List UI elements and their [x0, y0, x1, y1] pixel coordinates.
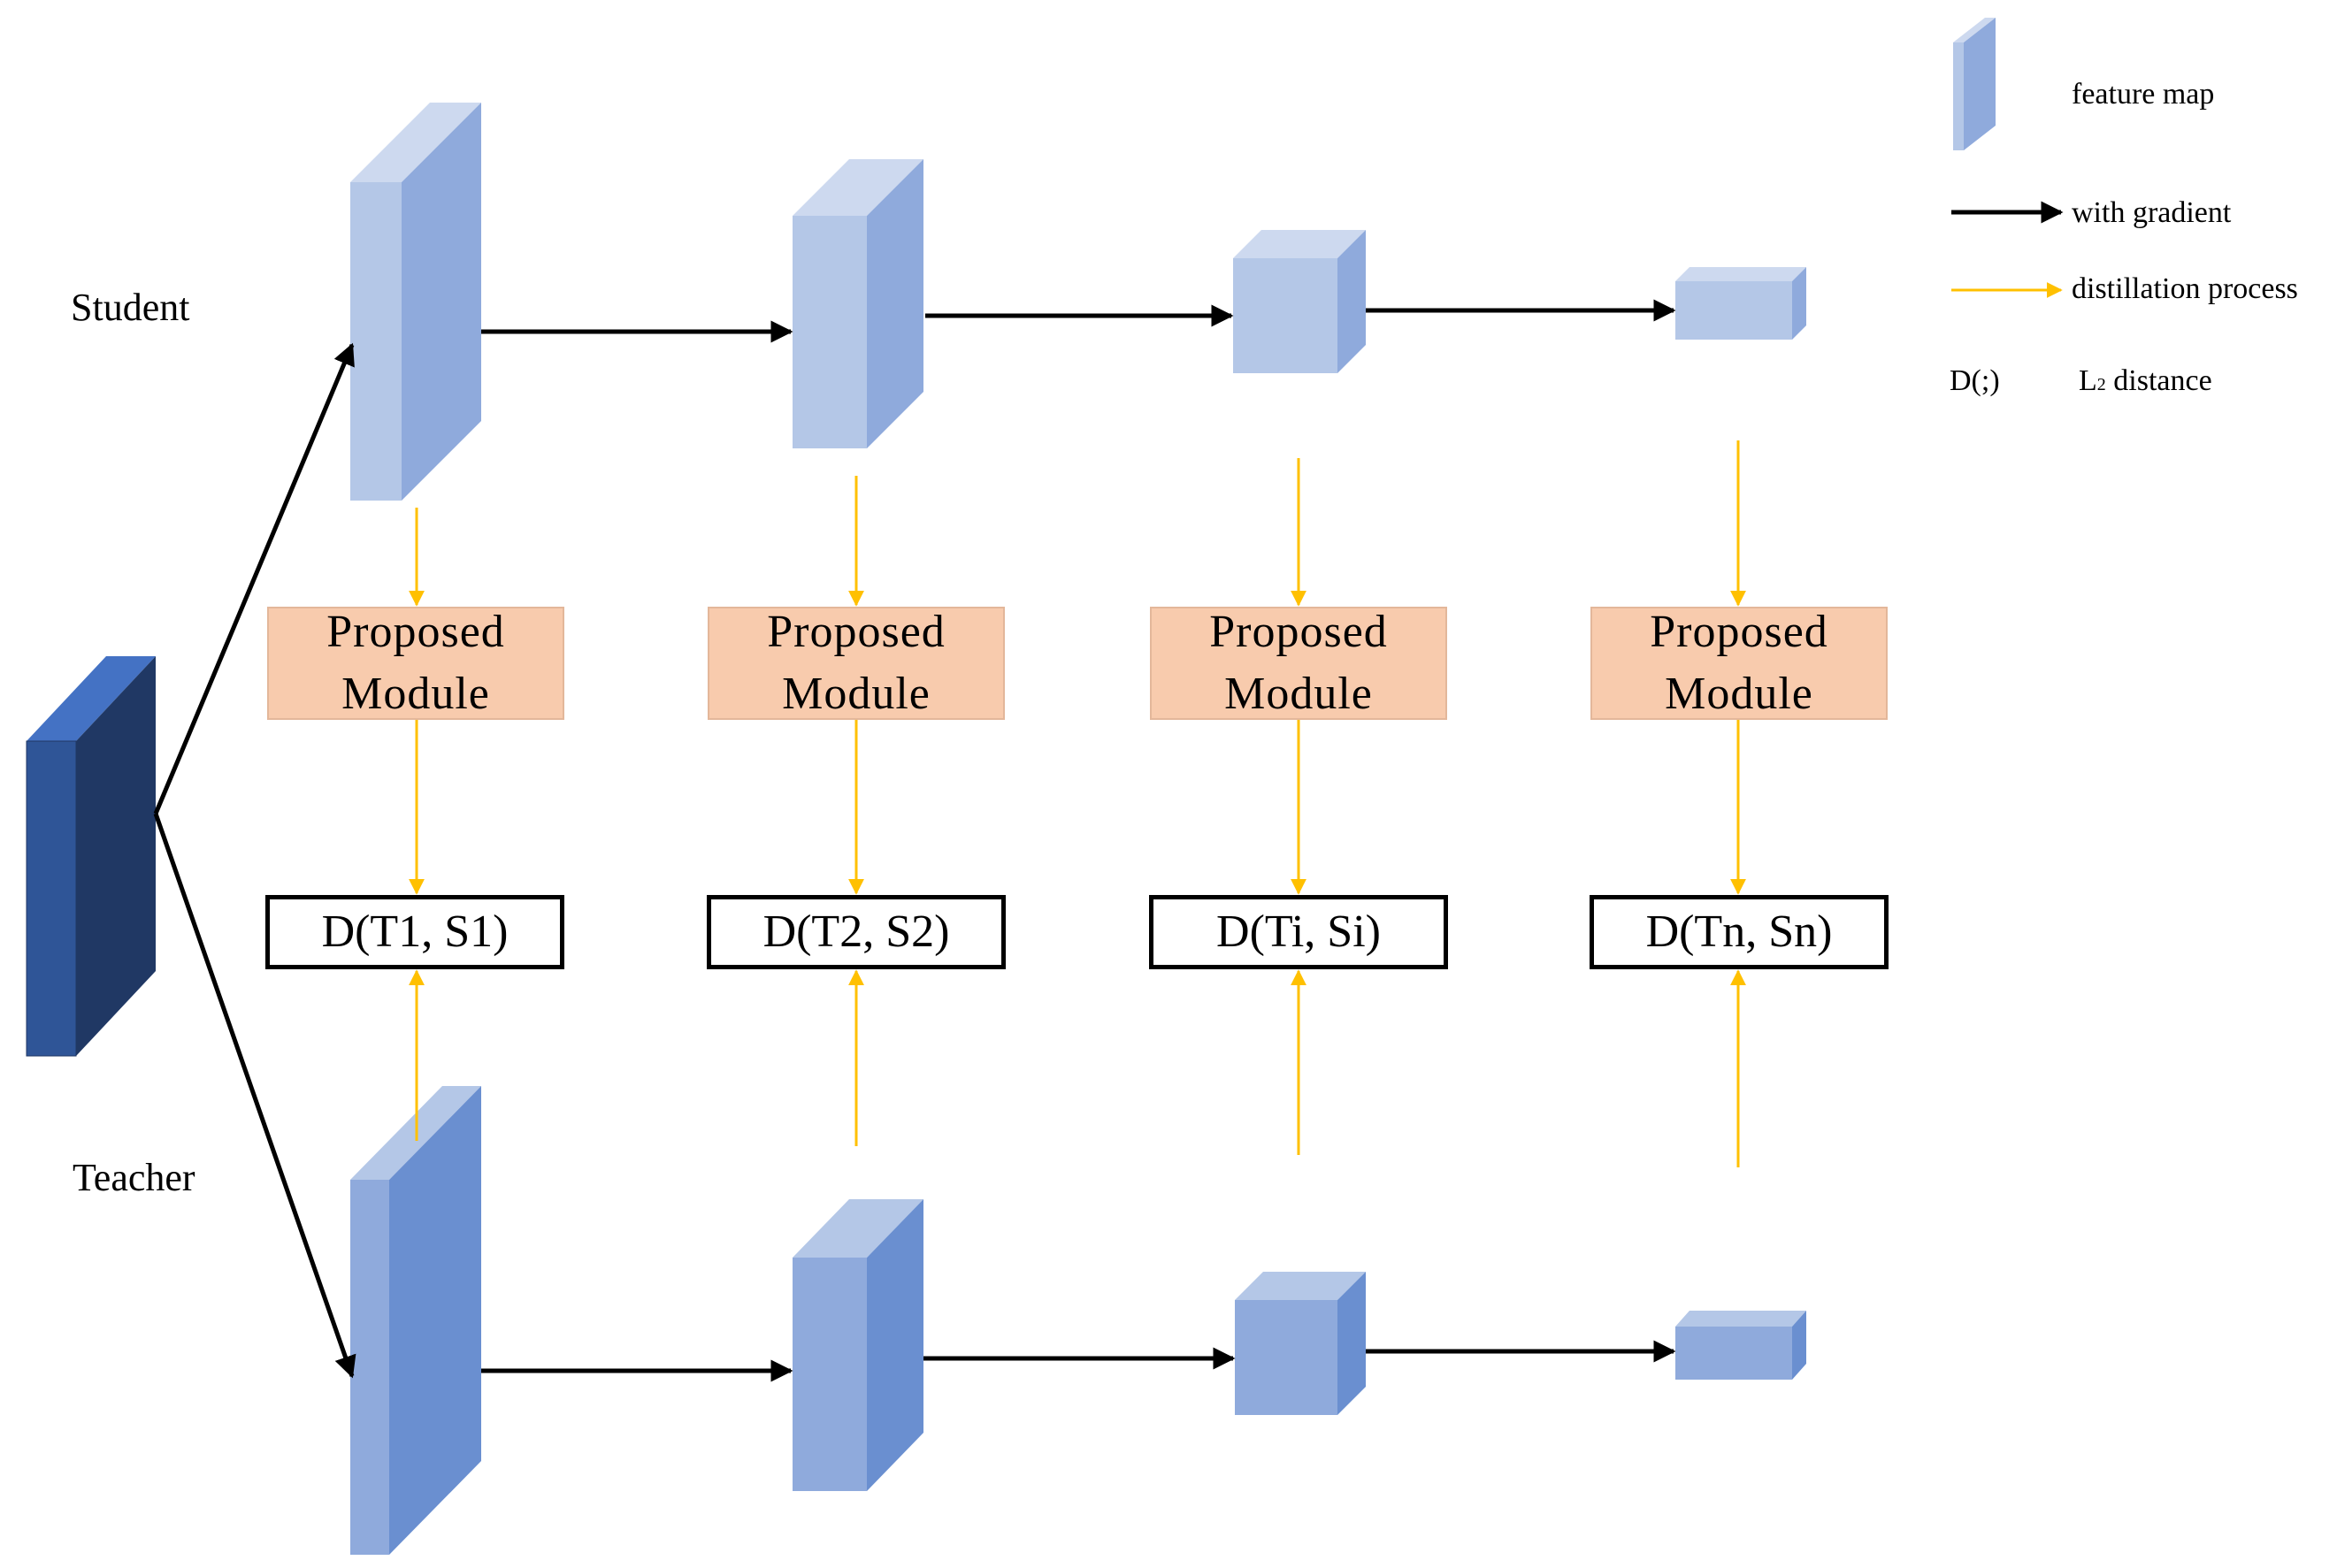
legend-l2-letter: L	[2079, 364, 2097, 397]
module-label-line1: Proposed	[1650, 607, 1828, 658]
distillation-arrows	[409, 440, 1746, 1167]
input-feature-map	[26, 656, 156, 1057]
student-feature-map-3	[1233, 230, 1366, 373]
distance-box-1: D(T1, S1)	[265, 895, 564, 969]
legend-feature-map-label: feature map	[2072, 78, 2215, 111]
legend-distillation-label: distillation process	[2072, 272, 2298, 305]
module-label-line2: Module	[1224, 669, 1373, 719]
teacher-feature-map-2	[793, 1199, 923, 1491]
proposed-module-1: Proposed Module	[267, 607, 564, 720]
legend-gradient-label: with gradient	[2072, 196, 2232, 229]
distance-box-2: D(T2, S2)	[707, 895, 1006, 969]
input-to-teacher-arrow	[153, 813, 356, 1379]
student-label: Student	[71, 286, 190, 329]
module-label-line2: Module	[341, 669, 490, 719]
module-label-line1: Proposed	[1209, 607, 1388, 658]
distance-box-3: D(Ti, Si)	[1149, 895, 1448, 969]
module-label-line1: Proposed	[326, 607, 505, 658]
teacher-feature-map-1	[350, 1086, 481, 1555]
legend-l2-rest: distance	[2105, 364, 2212, 397]
module-label-line1: Proposed	[767, 607, 946, 658]
legend-distance-symbol: D(;)	[1950, 364, 2000, 397]
teacher-label: Teacher	[73, 1156, 195, 1199]
module-label-line2: Module	[782, 669, 931, 719]
input-to-student-arrow	[153, 342, 355, 815]
student-feature-map-2	[793, 159, 923, 448]
proposed-module-3: Proposed Module	[1150, 607, 1447, 720]
gradient-arrows	[153, 299, 1676, 1382]
teacher-feature-map-4	[1675, 1311, 1806, 1380]
legend-feature-map-icon	[1953, 18, 1996, 150]
legend-distance-label: L2 distance	[2079, 366, 2212, 396]
legend-l2-subscript: 2	[2096, 375, 2106, 394]
proposed-module-2: Proposed Module	[708, 607, 1005, 720]
proposed-module-4: Proposed Module	[1590, 607, 1888, 720]
student-feature-map-4	[1675, 267, 1806, 340]
distance-box-4: D(Tn, Sn)	[1590, 895, 1889, 969]
student-feature-map-1	[350, 103, 481, 501]
module-label-line2: Module	[1665, 669, 1813, 719]
teacher-feature-map-3	[1235, 1272, 1366, 1415]
